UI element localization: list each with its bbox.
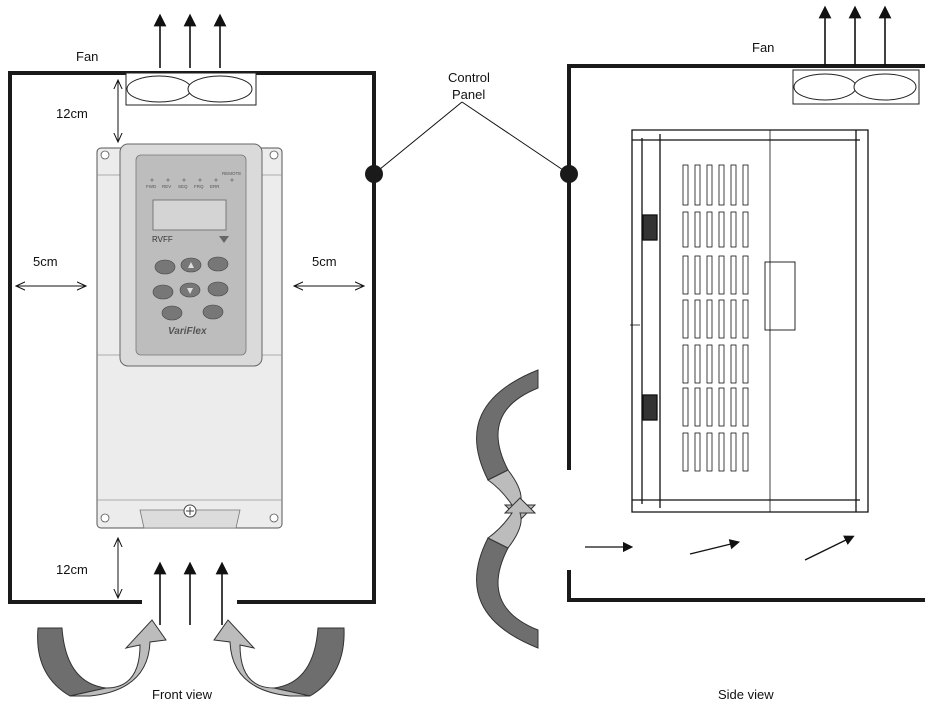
top-clearance-label: 12cm — [56, 106, 88, 121]
keypad: FWD REV SEQ FRQ ERR REMOTE RVFF — [119, 143, 263, 367]
control-panel-callout: Control Panel — [365, 70, 578, 183]
side-fan-label: Fan — [752, 40, 774, 55]
prgm-reset-key — [152, 284, 174, 300]
side-view-label: Side view — [718, 687, 774, 702]
side-airflow-curved-arrows — [476, 369, 539, 649]
model-label: RVFF — [152, 235, 173, 244]
led-label: REV — [162, 184, 171, 189]
loc-rem-key — [154, 259, 176, 275]
brand-label: VariFlex — [168, 326, 207, 337]
led-label: REMOTE — [222, 171, 241, 176]
side-airflow-arrows — [585, 535, 855, 561]
control-panel-label: Panel — [452, 87, 485, 102]
front-exhaust-arrows — [153, 13, 227, 68]
led-label: ERR — [210, 184, 220, 189]
side-enclosure — [567, 64, 925, 602]
run-key — [161, 305, 183, 321]
front-view: Fan 12cm 12cm 5cm 5cm — [8, 13, 376, 702]
keypad-display — [152, 199, 227, 231]
control-panel-label: Control — [448, 70, 490, 85]
front-fan — [125, 72, 257, 106]
front-airflow-curved-arrows — [37, 619, 345, 697]
side-fan — [792, 69, 920, 105]
side-exhaust-arrows — [818, 5, 892, 66]
dsp-fun-key — [207, 256, 229, 272]
side-view: Fan — [476, 5, 925, 702]
read-enter-key — [207, 281, 229, 297]
control-panel-dot — [365, 165, 383, 183]
left-clearance-label: 5cm — [33, 254, 58, 269]
front-intake-arrows — [153, 561, 229, 625]
logo-icon — [219, 236, 229, 243]
stop-reset-key — [202, 304, 224, 320]
led-label: FWD — [146, 184, 157, 189]
status-leds — [150, 178, 234, 182]
right-clearance-label: 5cm — [312, 254, 337, 269]
front-fan-label: Fan — [76, 49, 98, 64]
drive-side — [630, 129, 869, 513]
bottom-clearance-label: 12cm — [56, 562, 88, 577]
led-label: SEQ — [178, 184, 188, 189]
drive-front: FWD REV SEQ FRQ ERR REMOTE RVFF — [96, 143, 283, 529]
front-view-label: Front view — [152, 687, 213, 702]
led-label: FRQ — [194, 184, 204, 189]
